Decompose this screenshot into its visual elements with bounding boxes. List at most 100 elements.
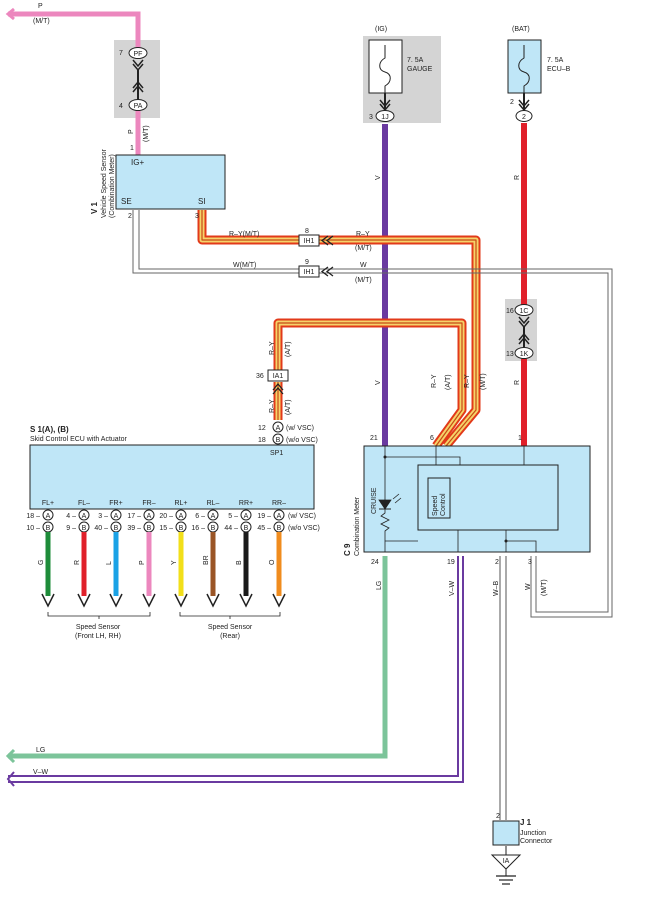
svg-text:SP1: SP1: [270, 450, 283, 457]
ecu-conn-a-fr-minus: A: [147, 513, 152, 520]
label-ry-ia1-bottom: R–Y: [269, 399, 276, 413]
ecu-pin-a-fr-minus: 17 –: [127, 513, 141, 520]
label-ry-at-1: R–Y: [431, 374, 438, 388]
svg-text:13: 13: [506, 351, 514, 358]
label-lg-horiz: LG: [36, 747, 45, 754]
ecu-conn-a-circle-rr-plus: [240, 509, 252, 521]
svg-text:SI: SI: [198, 197, 206, 206]
svg-text:12: 12: [258, 425, 266, 432]
ecu-wire-arrow-rl-minus: [206, 593, 220, 608]
brace-front: [47, 612, 151, 619]
combination-meter: 21 6 1 Speed Control: [363, 435, 591, 553]
label-r-top: R: [514, 175, 521, 180]
top-wire-note: (M/T): [33, 18, 50, 25]
label-at-1: (A/T): [445, 374, 452, 390]
label-w-vert: W: [525, 583, 532, 590]
svg-text:GAUGE: GAUGE: [407, 66, 433, 73]
svg-text:IG+: IG+: [131, 158, 144, 167]
ecu-pin-b-fr-plus: 40 –: [94, 525, 108, 532]
ecu-conn-b-fl-plus: B: [46, 525, 51, 532]
vss-wire-color: P: [128, 129, 135, 134]
svg-text:B: B: [276, 437, 281, 444]
svg-text:Junction: Junction: [520, 830, 546, 837]
ecu-conn-b-rl-minus: B: [211, 525, 216, 532]
ecu-conn-a-circle-fr-plus: [110, 509, 122, 521]
ecu-pin-b-fl-plus: 10 –: [26, 525, 40, 532]
svg-text:2: 2: [522, 114, 526, 121]
svg-text:36: 36: [256, 373, 264, 380]
svg-text:4: 4: [119, 103, 123, 110]
meter-pin-24: 24: [371, 559, 379, 566]
wire-w-mt: [132, 210, 613, 618]
label-ry-mt-note: (M/T): [355, 245, 372, 252]
ecu-pin-note-b: (w/o VSC): [288, 525, 320, 532]
ecu-conn-a-rl-plus: A: [179, 513, 184, 520]
vss-wire-note: (M/T): [143, 125, 150, 142]
ecu-conn-a-fl-plus: A: [46, 513, 51, 520]
vss-title: Vehicle Speed Sensor: [101, 148, 108, 218]
ecu-conn-a-circle-rr-minus: [273, 509, 285, 521]
ecu-wire-color-rr-minus: O: [269, 559, 276, 565]
ecu-terminal-fr-plus: FR+: [109, 500, 122, 507]
svg-text:ECU–B: ECU–B: [547, 66, 571, 73]
ecu-terminal-fr-minus: FR–: [142, 500, 155, 507]
svg-text:SE: SE: [121, 197, 132, 206]
speed-sensor-front-sub: (Front LH, RH): [75, 633, 121, 640]
label-ry-mt: R–Y(M/T): [229, 231, 259, 238]
ecu-wire-color-fr-minus: P: [139, 560, 146, 565]
label-ry-right: R–Y: [356, 231, 370, 238]
connector-ih1-w: 9 IH1: [298, 259, 334, 278]
ecu-terminal-fl-minus: FL–: [78, 500, 90, 507]
svg-text:2: 2: [510, 99, 514, 106]
label-r-mid: R: [514, 380, 521, 385]
svg-text:1: 1: [518, 435, 522, 442]
svg-text:J 1: J 1: [520, 818, 532, 827]
label-at-ia1-top: (A/T): [285, 341, 292, 357]
meter-title: Combination Meter: [354, 496, 361, 556]
svg-text:PF: PF: [134, 51, 143, 58]
junction-connector: 2 J 1 Junction Connector IA: [490, 813, 553, 885]
svg-text:(IG): (IG): [375, 26, 387, 33]
ecu-wire-arrow-fl-minus: [77, 593, 91, 608]
meter-code: C 9: [343, 543, 352, 556]
svg-text:3: 3: [369, 114, 373, 121]
label-mt-vert: (M/T): [541, 579, 548, 596]
svg-text:PA: PA: [134, 103, 143, 110]
wire-wb: [499, 556, 507, 820]
ecu-wire-color-rl-minus: BR: [203, 555, 210, 565]
label-v-top: V: [375, 175, 382, 180]
label-w-mt: W(M/T): [233, 262, 256, 269]
svg-text:IA: IA: [503, 858, 510, 865]
ecu-wire-color-fl-minus: R: [74, 560, 81, 565]
svg-text:IA1: IA1: [273, 373, 284, 380]
label-ry-ia1-top: R–Y: [269, 341, 276, 355]
svg-text:7: 7: [119, 50, 123, 57]
ecu-terminal-rl-minus: RL–: [207, 500, 220, 507]
ecu-conn-b-fr-minus: B: [147, 525, 152, 532]
label-wb-vert: W–B: [493, 581, 500, 597]
ecu-conn-b-rl-plus: B: [179, 525, 184, 532]
ecu-wire-arrow-rr-minus: [272, 593, 286, 608]
ecu-conn-a-circle-rl-minus: [207, 509, 219, 521]
ecu-conn-b-fr-plus: B: [114, 525, 119, 532]
speed-sensor-rear: Speed Sensor: [208, 624, 253, 631]
top-wire-color: P: [38, 3, 43, 10]
vss-pin-top: 1: [130, 145, 134, 152]
ecu-terminal-rr-minus: RR–: [272, 500, 286, 507]
vss-subtitle: (Combination Meter): [109, 154, 116, 218]
ecu-conn-a-rl-minus: A: [211, 513, 216, 520]
sp1-pins: 12 A (w/ VSC) 18 B (w/o VSC): [258, 421, 318, 445]
svg-text:(BAT): (BAT): [512, 26, 530, 33]
ecu-pin-a-rr-minus: 19 –: [257, 513, 271, 520]
meter-pin-19: 19: [447, 559, 455, 566]
lg-left-terminal: [5, 748, 16, 764]
svg-text:Connector: Connector: [520, 838, 553, 845]
svg-text:IH1: IH1: [304, 269, 315, 276]
ecu-pin-a-rl-plus: 20 –: [159, 513, 173, 520]
svg-text:7. 5A: 7. 5A: [547, 57, 564, 64]
svg-text:1K: 1K: [520, 351, 529, 358]
svg-text:16: 16: [506, 308, 514, 315]
vss-code: V 1: [90, 201, 99, 214]
ecu-pin-a-fr-plus: 3 –: [98, 513, 108, 520]
